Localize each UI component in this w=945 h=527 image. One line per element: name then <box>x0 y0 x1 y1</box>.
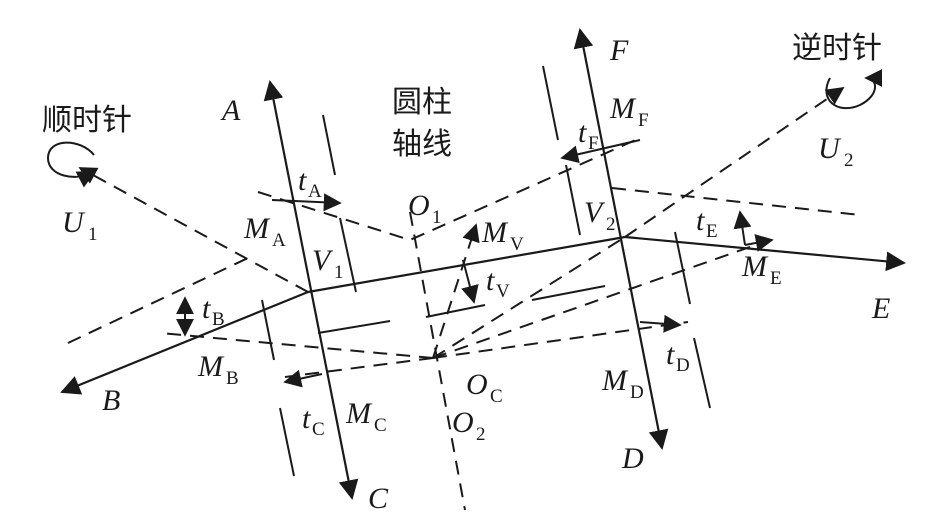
label-V1-sub: 1 <box>334 262 344 283</box>
counterclockwise-rotation-icon <box>825 69 883 110</box>
label-OC: O <box>466 368 488 401</box>
label-tV-sub: V <box>496 281 510 302</box>
label-tV: t <box>486 264 495 297</box>
arrow-tE <box>733 210 752 246</box>
arrow-tC <box>283 369 323 388</box>
label-MB-sub: B <box>226 368 239 389</box>
label-tD-sub: D <box>676 355 690 376</box>
arrow-ME <box>744 234 774 252</box>
mark-V-upper <box>531 285 606 301</box>
label-B: B <box>102 384 120 417</box>
mark-left-top <box>322 114 336 176</box>
label-MV-sub: V <box>510 234 524 255</box>
label-MA: M <box>243 212 271 245</box>
clockwise-rotation-icon <box>46 141 96 188</box>
label-C: C <box>368 482 389 515</box>
label-tB-sub: B <box>212 309 225 330</box>
mark-C <box>279 407 295 477</box>
label-tE: t <box>696 204 705 237</box>
label-MF-sub: F <box>638 110 649 131</box>
label-tC-sub: C <box>312 419 325 440</box>
label-MC: M <box>345 397 373 430</box>
dash-perp-F <box>611 187 861 216</box>
label-MV: M <box>481 216 509 249</box>
dash-perp-B <box>67 257 249 344</box>
label-MB: M <box>197 350 225 383</box>
dash-U1 <box>78 167 309 293</box>
label-MF: M <box>609 92 637 125</box>
label-ME-sub: E <box>770 268 782 289</box>
label-U2: U <box>818 132 842 165</box>
label-E: E <box>871 292 890 325</box>
label-A: A <box>220 94 241 127</box>
mark-B <box>261 299 275 361</box>
label-tD: t <box>666 338 675 371</box>
label-MD-sub: D <box>630 382 644 403</box>
dash-OC-D <box>432 321 689 359</box>
label-tF: t <box>578 116 587 149</box>
arrow-tD <box>639 314 682 333</box>
dash-U2 <box>624 86 845 238</box>
dash-OC-V2 <box>432 236 626 359</box>
label-V2: V <box>584 196 606 229</box>
label-MD: M <box>601 364 629 397</box>
label-tF-sub: F <box>588 133 599 154</box>
label-tE-sub: E <box>706 221 718 242</box>
label-tA: t <box>298 164 307 197</box>
label-O1: O <box>408 189 430 222</box>
mark-F <box>565 164 581 236</box>
label-V1: V <box>312 244 334 277</box>
label-tC: t <box>302 402 311 435</box>
mark-F-top <box>542 65 559 141</box>
mark-E <box>674 231 691 305</box>
dash-OC-C <box>284 357 434 378</box>
label-U1-sub: 1 <box>88 224 98 245</box>
arrow-tV <box>461 259 479 304</box>
label-O2: O <box>452 406 474 439</box>
label-V2-sub: 2 <box>606 214 616 235</box>
counterclockwise-label: 逆时针 <box>792 31 882 66</box>
arrow-tA <box>271 193 342 212</box>
label-O2-sub: 2 <box>476 424 486 445</box>
label-O1-sub: 1 <box>432 207 442 228</box>
label-D: D <box>621 442 644 475</box>
dash-OC-MV <box>432 223 480 359</box>
clockwise-label: 顺时针 <box>42 103 132 138</box>
cylinder-axis-label-1: 圆柱 <box>392 85 452 120</box>
mark-C-horiz <box>317 320 391 334</box>
dash-tA-O1-tF <box>257 137 641 242</box>
label-MC-sub: C <box>374 415 387 436</box>
line-V1V2 <box>307 235 626 294</box>
arrow-tF <box>560 139 641 164</box>
dash-axis <box>409 211 466 511</box>
label-tB: t <box>202 292 211 325</box>
label-MA-sub: A <box>272 230 286 251</box>
mark-V-lower <box>425 304 486 318</box>
label-U2-sub: 2 <box>844 150 854 171</box>
label-U1: U <box>62 206 86 239</box>
line-B <box>60 290 309 395</box>
label-OC-sub: C <box>490 386 503 407</box>
label-F: F <box>609 34 629 67</box>
dash-OC-E <box>432 239 771 359</box>
label-tA-sub: A <box>308 181 322 202</box>
label-ME: M <box>741 250 769 283</box>
line-AC <box>263 80 359 500</box>
cylinder-axis-label-2: 轴线 <box>392 127 452 162</box>
line-FD <box>573 28 669 450</box>
mark-D <box>693 337 711 409</box>
mark-A <box>339 217 357 293</box>
